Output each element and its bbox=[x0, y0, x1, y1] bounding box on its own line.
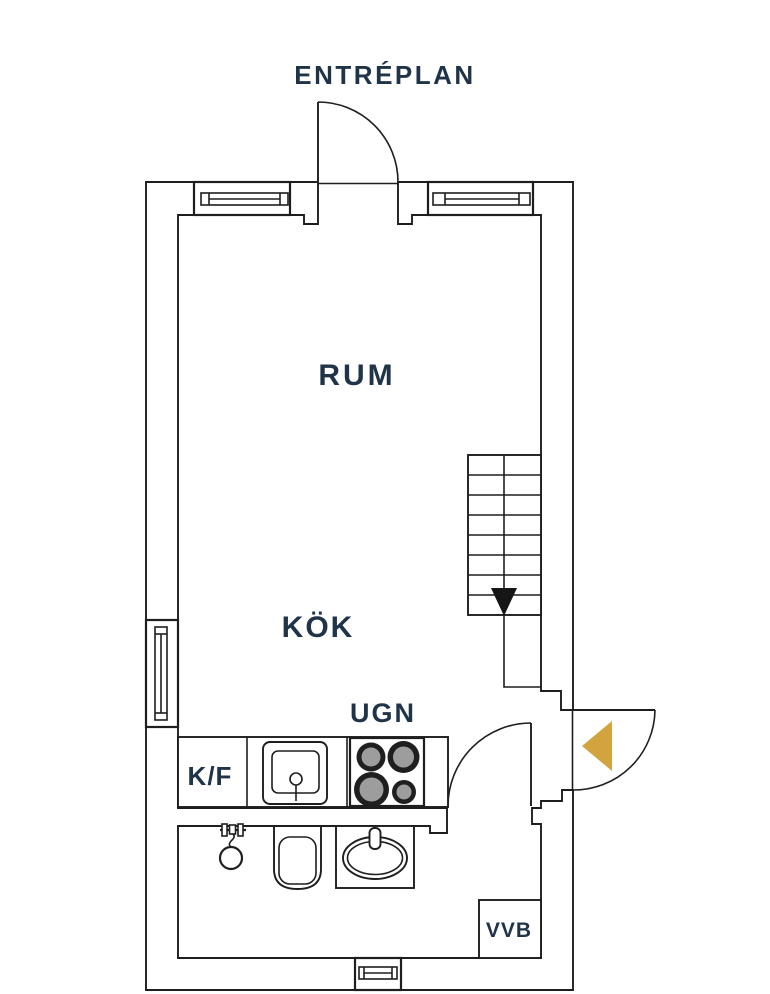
kitchen-counter bbox=[177, 736, 449, 808]
window-bottom bbox=[353, 956, 403, 992]
floor-title: ENTRÉPLAN bbox=[294, 60, 475, 90]
shower-valve bbox=[237, 823, 244, 837]
basin-faucet bbox=[368, 827, 382, 850]
window-left bbox=[144, 618, 180, 729]
burner bbox=[359, 777, 384, 802]
stove-top bbox=[348, 736, 426, 808]
water-heater-label: VVB bbox=[486, 919, 532, 942]
burner bbox=[361, 747, 381, 767]
window-top-right bbox=[426, 180, 535, 217]
kitchen-sink bbox=[262, 741, 328, 805]
stair-down-arrow bbox=[491, 588, 517, 616]
washbasin bbox=[335, 825, 415, 889]
entry-marker-triangle bbox=[582, 721, 612, 771]
door-swing-arc bbox=[447, 722, 532, 807]
bathroom bbox=[218, 823, 415, 890]
shower-head bbox=[218, 845, 244, 871]
door-main-entry bbox=[571, 709, 656, 791]
fridge-freezer-label: K/F bbox=[188, 761, 233, 791]
shower-hose bbox=[228, 833, 235, 848]
kitchen-stove bbox=[348, 736, 426, 808]
window-top-left bbox=[192, 180, 292, 217]
toilet-seat bbox=[278, 836, 317, 885]
stair-landing-outline bbox=[503, 615, 541, 688]
burner bbox=[393, 746, 414, 768]
shower-fixture bbox=[218, 823, 246, 871]
room-label-rum: RUM bbox=[318, 359, 395, 392]
burner bbox=[396, 784, 412, 800]
door-swing-arc bbox=[572, 709, 656, 791]
shower-connector bbox=[228, 824, 237, 835]
toilet-outline bbox=[273, 825, 322, 890]
sink-faucet-knob bbox=[289, 772, 303, 786]
door-bathroom bbox=[447, 722, 532, 807]
shower-valve bbox=[221, 823, 228, 837]
room-label-kok: KÖK bbox=[282, 611, 355, 644]
staircase bbox=[467, 454, 542, 688]
water-heater-box bbox=[478, 899, 542, 959]
wall-right-upper bbox=[397, 181, 574, 711]
water-heater-unit: VVB bbox=[478, 899, 542, 959]
door-swing-arc bbox=[317, 101, 399, 183]
toilet bbox=[273, 825, 322, 890]
oven-label: UGN bbox=[350, 698, 416, 728]
door-top-entrance bbox=[317, 101, 399, 185]
